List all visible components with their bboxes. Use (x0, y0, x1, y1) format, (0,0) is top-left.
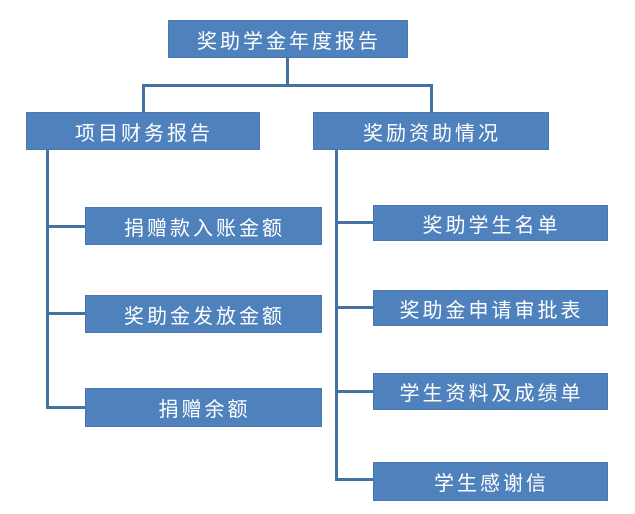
connector-root-stem (286, 58, 289, 85)
node-donation-balance: 捐赠余额 (85, 388, 322, 427)
node-label: 学生感谢信 (434, 471, 549, 495)
connector-left-child-1 (46, 225, 85, 228)
connector-right-branch-stem (335, 150, 338, 481)
connector-drop-left-branch (142, 84, 145, 112)
connector-drop-right-branch (430, 84, 433, 112)
node-annual-report-root: 奖助学金年度报告 (168, 20, 408, 58)
node-grant-disbursement-amount: 奖助金发放金额 (85, 295, 322, 333)
node-student-info-and-transcript: 学生资料及成绩单 (373, 373, 608, 410)
connector-right-child-1 (335, 221, 373, 224)
connector-left-child-2 (46, 312, 85, 315)
node-label: 学生资料及成绩单 (399, 381, 584, 405)
node-student-thank-you-letter: 学生感谢信 (373, 462, 608, 501)
connector-right-child-3 (335, 390, 373, 393)
node-label: 奖助金申请审批表 (399, 297, 584, 322)
connector-branch-horizontal (142, 84, 433, 87)
node-label: 奖助学生名单 (422, 212, 561, 237)
connector-right-child-4 (335, 478, 373, 481)
node-award-funding-status: 奖励资助情况 (313, 112, 549, 150)
node-label: 奖励资助情况 (363, 120, 501, 145)
connector-left-child-3 (46, 406, 85, 409)
node-label: 捐赠款入账金额 (124, 215, 285, 240)
node-grant-application-approval-form: 奖助金申请审批表 (373, 290, 608, 326)
node-funded-student-list: 奖助学生名单 (373, 205, 608, 241)
connector-right-child-2 (335, 306, 373, 309)
node-donation-deposit-amount: 捐赠款入账金额 (85, 207, 322, 245)
node-label: 项目财务报告 (75, 120, 213, 145)
node-project-finance-report: 项目财务报告 (26, 112, 260, 150)
node-label: 奖助学金年度报告 (197, 28, 381, 53)
node-label: 捐赠余额 (158, 397, 251, 421)
node-label: 奖助金发放金额 (124, 303, 285, 328)
connector-left-branch-stem (46, 150, 49, 409)
